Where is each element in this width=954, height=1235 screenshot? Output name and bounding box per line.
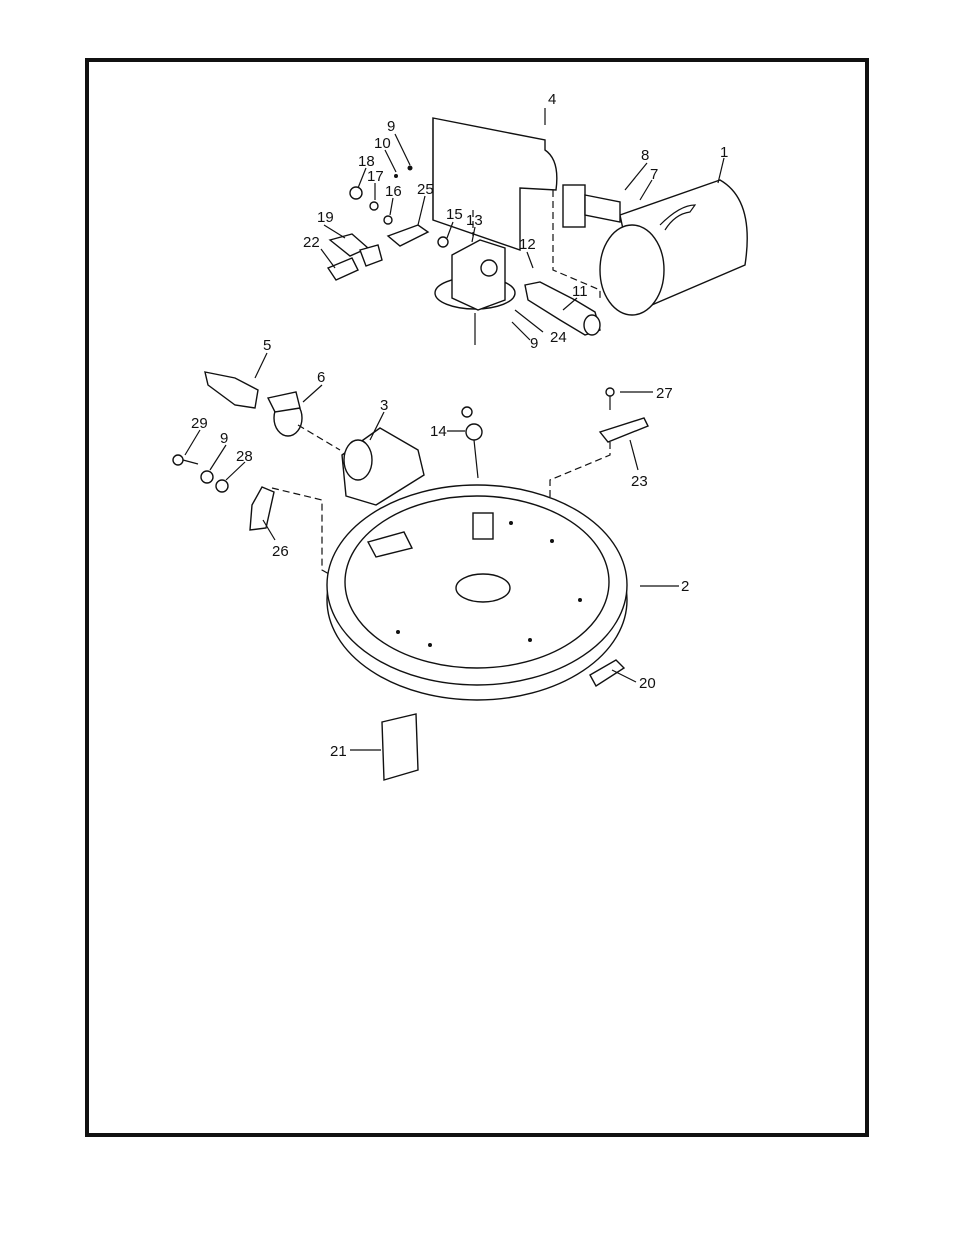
callout-19: 19 — [317, 209, 334, 226]
callout-20: 20 — [639, 675, 656, 692]
callout-23: 23 — [631, 473, 648, 490]
callout-14: 14 — [430, 423, 447, 440]
part-13-pump-block — [434, 239, 516, 345]
callout-13: 13 — [466, 212, 483, 229]
callout-4: 4 — [548, 91, 556, 108]
callout-6: 6 — [317, 369, 325, 386]
diagram-frame — [85, 58, 869, 1137]
leader-lines — [184, 108, 725, 751]
callout-26: 26 — [272, 543, 289, 560]
part-2-base-plate — [326, 484, 628, 701]
callout-15: 15 — [446, 206, 463, 223]
part-3-adapter — [341, 427, 425, 506]
part-23-bracket — [598, 387, 649, 443]
part-21-cover — [381, 713, 419, 781]
callout-1: 1 — [720, 144, 728, 161]
callout-2: 2 — [681, 578, 689, 595]
callout-3: 3 — [380, 397, 388, 414]
callout-24: 24 — [550, 329, 567, 346]
callout-5: 5 — [263, 337, 271, 354]
part-26-clip — [249, 486, 275, 531]
callout-10: 10 — [374, 135, 391, 152]
part-14-probe — [461, 406, 483, 479]
callout-22: 22 — [303, 234, 320, 251]
part-20-foot — [589, 659, 626, 687]
part-6-coupler — [266, 391, 303, 437]
callout-25: 25 — [417, 181, 434, 198]
callout-12: 12 — [519, 236, 536, 253]
part-29-bolt — [172, 454, 229, 493]
callout-9-top: 9 — [387, 118, 395, 135]
part-4-cover — [432, 117, 558, 251]
callout-17: 17 — [367, 168, 384, 185]
callout-9-mid: 9 — [530, 335, 538, 352]
part-5-nozzle — [204, 371, 259, 409]
callout-18: 18 — [358, 153, 375, 170]
fittings-train — [326, 165, 449, 281]
callout-27: 27 — [656, 385, 673, 402]
callout-11: 11 — [572, 283, 588, 300]
part-11-shaft — [524, 281, 601, 336]
callout-labels: 4 1 8 7 9 10 18 17 16 25 15 13 19 22 12 … — [191, 91, 728, 760]
callout-8: 8 — [641, 147, 649, 164]
callout-21: 21 — [330, 743, 347, 760]
callout-7: 7 — [650, 166, 658, 183]
part-1-tank — [599, 179, 748, 316]
callout-28: 28 — [236, 448, 253, 465]
callout-16: 16 — [385, 183, 402, 200]
mount-flange — [562, 184, 621, 228]
callout-9-left: 9 — [220, 430, 228, 447]
callout-29: 29 — [191, 415, 208, 432]
